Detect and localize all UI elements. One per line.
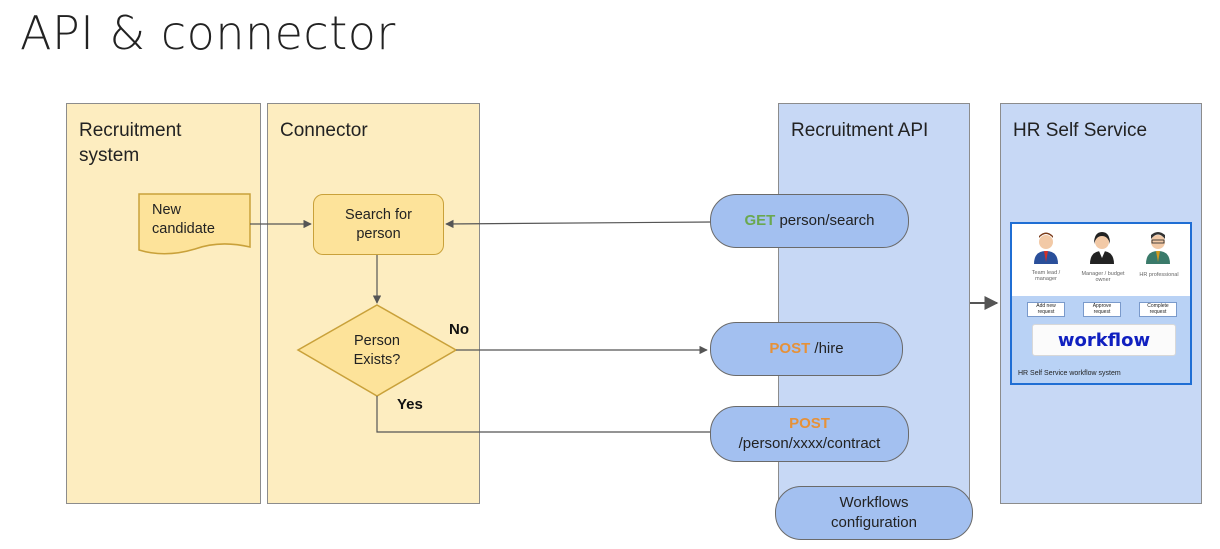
step-approve-request: Approve request	[1083, 302, 1121, 317]
lane-title-recruitment-api: Recruitment API	[791, 120, 929, 141]
post-contract-path: /person/xxxx/contract	[738, 435, 881, 452]
workflows-configuration-node: Workflows configuration	[775, 486, 973, 540]
role-label-team-lead: Team lead / manager	[1031, 270, 1061, 282]
edge-yes-to-contract	[376, 396, 712, 433]
get-verb: GET	[744, 212, 776, 229]
search-for-person-label: Search for person	[345, 206, 412, 242]
post-hire-endpoint: POST /hire	[710, 322, 903, 376]
role-label-manager: Manager / budget owner	[1081, 271, 1125, 283]
edge-label-yes: Yes	[397, 396, 423, 413]
step-add-request: Add new request	[1027, 302, 1065, 317]
lane-title-recruitment-system: Recruitment system	[79, 120, 182, 166]
page-title: API & connector	[20, 6, 396, 60]
lane-recruitment-system: Recruitment system	[66, 103, 261, 504]
people-icons	[1034, 232, 1170, 264]
post-hire-verb: POST	[769, 340, 811, 357]
workflows-configuration-label: Workflows configuration	[831, 494, 917, 531]
step-complete-request: Complete request	[1139, 302, 1177, 317]
new-candidate-document-shape	[138, 193, 251, 255]
post-contract-verb: POST	[789, 415, 830, 432]
edge-label-no: No	[449, 321, 469, 338]
manager-icon	[1090, 232, 1114, 264]
workflow-panel: Add new request Approve request Complete…	[1012, 296, 1190, 383]
lane-title-hr-self-service: HR Self Service	[1013, 120, 1148, 141]
lane-title-connector: Connector	[280, 120, 368, 141]
role-label-hr-professional: HR professional	[1139, 272, 1179, 278]
get-path: person/search	[779, 212, 875, 229]
post-contract-endpoint: POST /person/xxxx/contract	[710, 406, 909, 462]
workflow-caption: HR Self Service workflow system	[1018, 370, 1121, 377]
get-person-search-endpoint: GET person/search	[710, 194, 909, 248]
new-candidate-label: New candidate	[152, 202, 215, 237]
edge-get-to-search	[445, 219, 713, 229]
person-exists-label: Person Exists?	[353, 333, 401, 368]
post-hire-path: /hire	[814, 340, 844, 357]
search-for-person-node: Search for person	[313, 194, 444, 255]
team-lead-icon	[1034, 232, 1058, 264]
hr-professional-icon	[1146, 232, 1170, 264]
hr-workflow-image: Team lead / manager Manager / budget own…	[1010, 222, 1192, 385]
workflow-word: workflow	[1032, 324, 1176, 356]
